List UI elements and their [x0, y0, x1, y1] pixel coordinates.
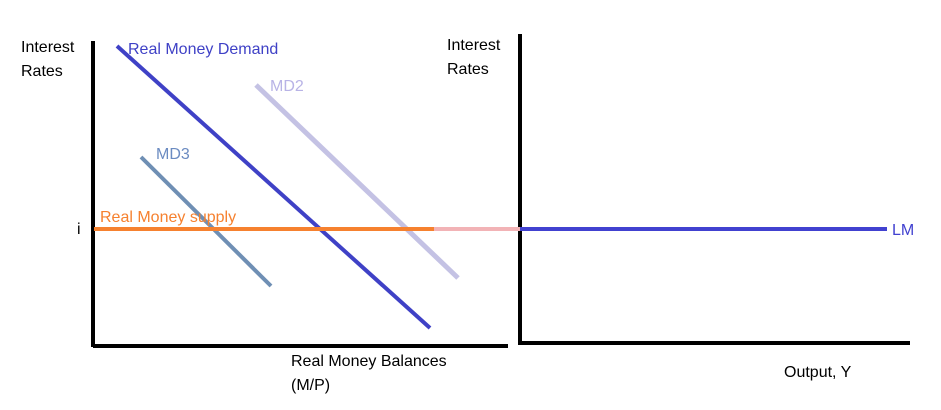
right-x-axis-label: Output, Y: [784, 364, 852, 381]
md3-curve: [139, 155, 273, 288]
md2-curve: [254, 83, 460, 280]
left-y-axis-label-line2: Rates: [21, 63, 63, 80]
right-y-axis-label-line2: Rates: [447, 61, 489, 78]
left-x-axis-label-line1: Real Money Balances: [291, 353, 447, 370]
interest-rate-tick-label: i: [77, 221, 81, 238]
left-x-axis-label-line2: (M/P): [291, 377, 330, 394]
left-y-axis-label-line1: Interest: [21, 39, 75, 56]
md3-label: MD3: [156, 146, 190, 163]
real-money-demand-curve: [115, 44, 432, 330]
right-y-axis-label-line1: Interest: [447, 37, 501, 54]
real-money-supply-label: Real Money supply: [100, 209, 236, 226]
real-money-demand-label: Real Money Demand: [128, 41, 278, 58]
md2-label: MD2: [270, 78, 304, 95]
lm-label: LM: [892, 222, 914, 239]
